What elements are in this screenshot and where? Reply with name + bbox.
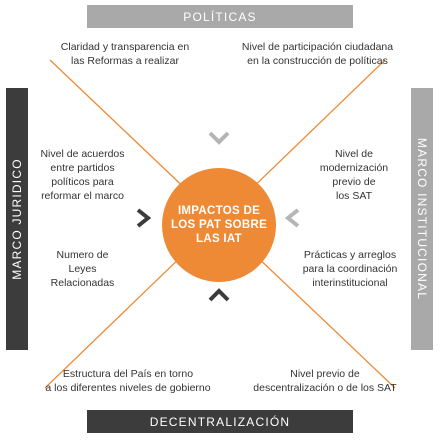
marco-institucional-bar: MARCO INSTITUCIONAL <box>411 88 433 350</box>
label-top-left: Claridad y transparencia en las Reformas… <box>60 41 190 67</box>
label-bottom-left: Estructura del País en torno a los difer… <box>45 368 211 394</box>
politicas-bar-label: POLÍTICAS <box>183 9 257 24</box>
marco-juridico-bar: MARCO JURIDICO <box>6 88 28 350</box>
label-left-lower: Numero de Leyes Relacionadas <box>50 249 115 289</box>
decentralizacion-bar-label: DECENTRALIZACIÓN <box>149 414 291 429</box>
center-title: IMPACTOS DE LOS PAT SOBRE LAS IAT <box>170 205 268 245</box>
label-right-lower: Prácticas y arreglos para la coordinació… <box>302 249 398 289</box>
label-top-right: Nivel de participación ciudadana en la c… <box>241 41 394 67</box>
label-bottom-right: Nivel previo de descentralización o de l… <box>253 368 397 394</box>
chevron-down-icon <box>208 131 230 145</box>
chevron-right-icon <box>136 208 152 228</box>
chevron-up-icon <box>208 288 230 302</box>
center-circle: IMPACTOS DE LOS PAT SOBRE LAS IAT <box>162 168 276 282</box>
decentralizacion-bar: DECENTRALIZACIÓN <box>87 410 353 433</box>
politicas-bar: POLÍTICAS <box>87 5 353 28</box>
chevron-left-icon <box>284 208 300 228</box>
label-right-upper: Nivel de modernización previo de los SAT <box>319 148 389 202</box>
label-left-upper: Nivel de acuerdos entre partidos polític… <box>40 148 125 202</box>
